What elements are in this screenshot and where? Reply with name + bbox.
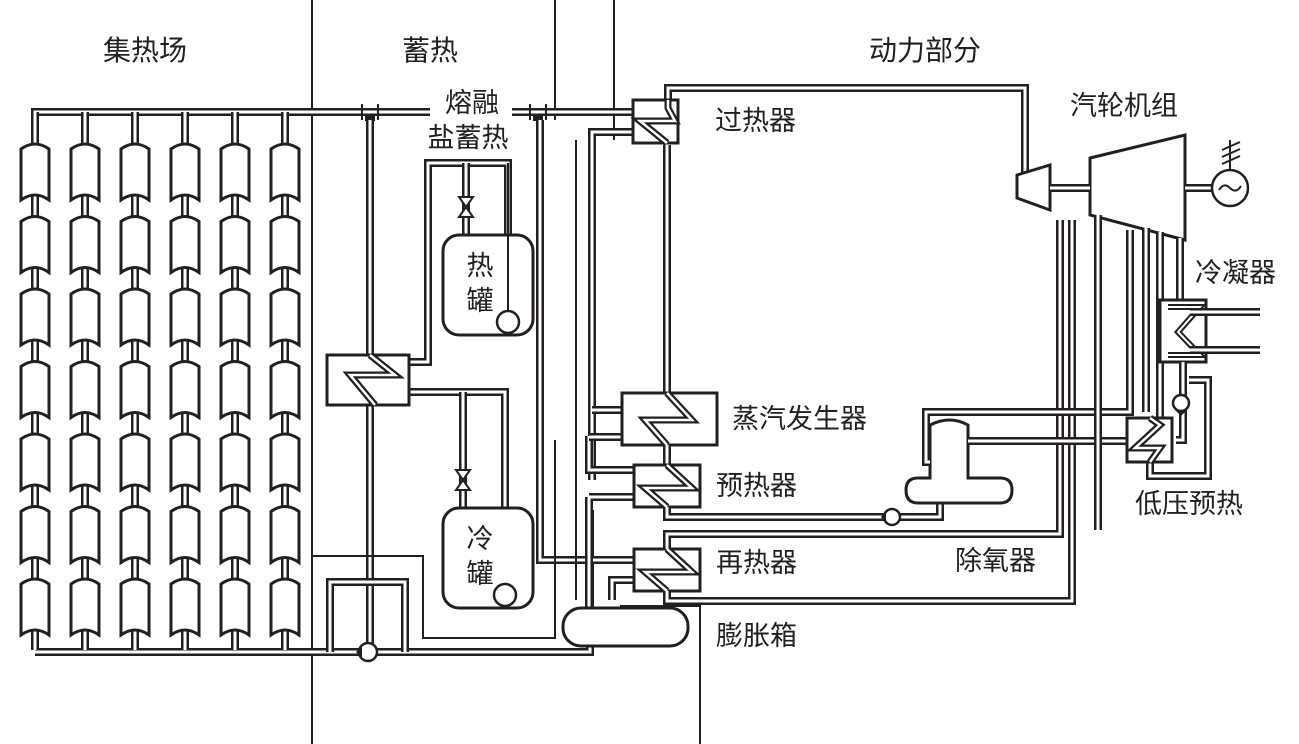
header-valve-right[interactable]: [529, 104, 547, 121]
storage-heat-exchanger: [325, 352, 411, 408]
collector-module: [69, 360, 101, 421]
header-valve-left[interactable]: [361, 104, 379, 121]
collector-module: [269, 577, 301, 638]
collector-module: [19, 432, 51, 493]
collector-module: [219, 287, 251, 348]
steam-generator: [620, 390, 719, 448]
superheater-label: 过热器: [715, 106, 796, 137]
collector-module: [269, 142, 301, 203]
collector-module: [169, 505, 201, 566]
molten-salt-label-1: 熔融: [445, 88, 499, 119]
collector-module: [169, 432, 201, 493]
section-title-power-block: 动力部分: [869, 34, 981, 67]
collector-module: [119, 287, 151, 348]
collector-module: [19, 577, 51, 638]
preheater: [632, 462, 702, 510]
collector-module: [19, 215, 51, 276]
hot-tank-label-2: 罐: [467, 286, 494, 317]
cold-tank: 冷 罐: [441, 506, 535, 610]
expansion-tank: [561, 606, 690, 648]
cold-tank-valve[interactable]: [454, 469, 472, 491]
superheater: [630, 98, 681, 146]
cold-tank-label-1: 冷: [467, 524, 494, 555]
hot-tank-label-1: 热: [467, 251, 494, 282]
collector-module: [69, 577, 101, 638]
reheater-label: 再热器: [716, 548, 797, 579]
collector-module: [219, 215, 251, 276]
molten-salt-label-2: 盐蓄热: [428, 123, 509, 154]
collector-module: [169, 577, 201, 638]
feedwater-pump[interactable]: [881, 507, 902, 527]
collector-module: [169, 287, 201, 348]
collector-module: [19, 505, 51, 566]
collector-module: [69, 142, 101, 203]
reheater: [632, 546, 702, 594]
section-title-collector-field: 集热场: [103, 34, 187, 67]
collector-module: [19, 360, 51, 421]
collector-module: [219, 505, 251, 566]
collector-module: [69, 432, 101, 493]
collector-module: [219, 432, 251, 493]
low-pressure-preheater: [1125, 376, 1212, 480]
collector-module: [69, 287, 101, 348]
collector-module: [169, 215, 201, 276]
collector-module: [269, 360, 301, 421]
steam-generator-label: 蒸汽发生器: [732, 404, 867, 435]
collector-module: [119, 142, 151, 203]
collector-module: [269, 287, 301, 348]
generator: [1210, 140, 1250, 208]
collector-module: [69, 215, 101, 276]
low-pressure-preheater-label: 低压预热: [1135, 489, 1243, 520]
collector-module: [119, 577, 151, 638]
collector-module: [119, 432, 151, 493]
power-block-exchangers: 过热器 蒸汽发生器 预热器 再热器: [561, 84, 1076, 652]
collector-module: [19, 287, 51, 348]
condenser-label: 冷凝器: [1195, 258, 1276, 289]
lp-turbine: [1088, 133, 1187, 242]
hp-turbine: [1015, 162, 1052, 213]
hot-tank-valve[interactable]: [457, 196, 475, 218]
turbine-set-label: 汽轮机组: [1070, 91, 1178, 122]
collector-module: [69, 505, 101, 566]
cold-tank-label-2: 罐: [467, 559, 494, 590]
condensate-pump[interactable]: [1171, 393, 1191, 416]
collector-module: [219, 360, 251, 421]
collector-module: [269, 215, 301, 276]
collector-module: [219, 142, 251, 203]
collector-module: [169, 142, 201, 203]
htf-pump[interactable]: [356, 641, 379, 663]
expansion-tank-label: 膨胀箱: [716, 621, 797, 652]
hot-tank: 热 罐: [441, 163, 535, 337]
deaerator: [904, 230, 1134, 505]
collector-module: [119, 360, 151, 421]
condenser: [1158, 298, 1260, 444]
collector-module: [269, 505, 301, 566]
collector-array: [19, 112, 301, 650]
collector-module: [119, 505, 151, 566]
section-title-storage: 蓄热: [402, 34, 458, 67]
section-dividers: [311, 0, 701, 744]
collector-module: [219, 577, 251, 638]
preheater-label: 预热器: [716, 471, 797, 502]
collector-module: [119, 215, 151, 276]
deaerator-label: 除氧器: [955, 546, 1036, 577]
storage-loop: 热 罐 冷 罐 熔融 盐蓄热: [312, 88, 640, 655]
collector-module: [19, 142, 51, 203]
collector-module: [169, 360, 201, 421]
collector-module: [269, 432, 301, 493]
